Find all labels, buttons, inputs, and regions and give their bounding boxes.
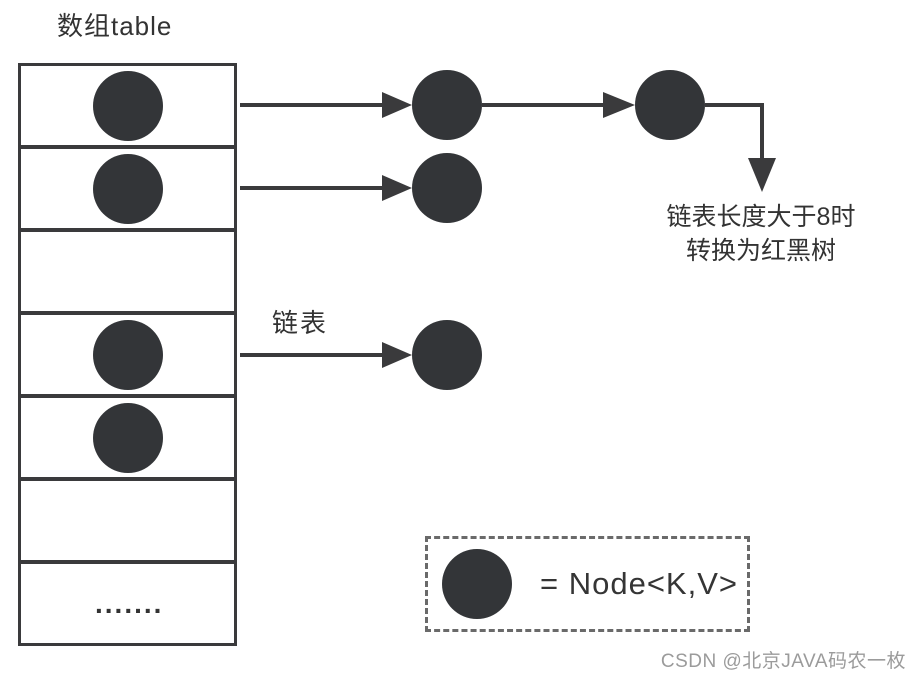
array-table: ....... — [18, 63, 237, 646]
linked-list-label: 链表 — [272, 308, 329, 338]
node-circle — [93, 153, 163, 224]
treeify-note-line1: 链表长度大于8时 — [666, 203, 856, 231]
treeify-note-line2: 转换为红黑树 — [685, 237, 836, 265]
chain1-node-circle-2 — [635, 70, 705, 140]
array-cell-4 — [18, 395, 237, 480]
array-cell-0 — [18, 63, 237, 148]
watermark: CSDN @北京JAVA码农一枚 — [660, 651, 906, 672]
chain1-arrow1-head — [382, 92, 412, 118]
array-cell-2 — [18, 229, 237, 314]
array-cell-3 — [18, 312, 237, 397]
node-circle — [93, 70, 163, 141]
treeify-note: 链表长度大于8时 转换为红黑树 — [630, 200, 892, 268]
chain1-arrow2-head — [603, 92, 635, 118]
array-cell-6: ....... — [18, 561, 237, 646]
legend-node-circle — [442, 549, 512, 619]
array-cell-1 — [18, 146, 237, 231]
chain2-arrow1-head — [382, 175, 412, 201]
node-circle — [93, 402, 163, 473]
page-title: 数组table — [57, 11, 173, 41]
chain4-node-circle-1 — [412, 320, 482, 390]
chain1-node-circle-1 — [412, 70, 482, 140]
node-circle — [93, 319, 163, 390]
ellipsis-dots: ....... — [95, 587, 164, 619]
chain4-arrow1-head — [382, 342, 412, 368]
treeify-arrow-head — [748, 158, 776, 192]
treeify-arrow-line — [705, 103, 764, 160]
legend-box: = Node<K,V> — [425, 536, 750, 632]
chain2-node-circle-1 — [412, 153, 482, 223]
legend-label: = Node<K,V> — [540, 566, 738, 601]
array-cell-5 — [18, 478, 237, 563]
